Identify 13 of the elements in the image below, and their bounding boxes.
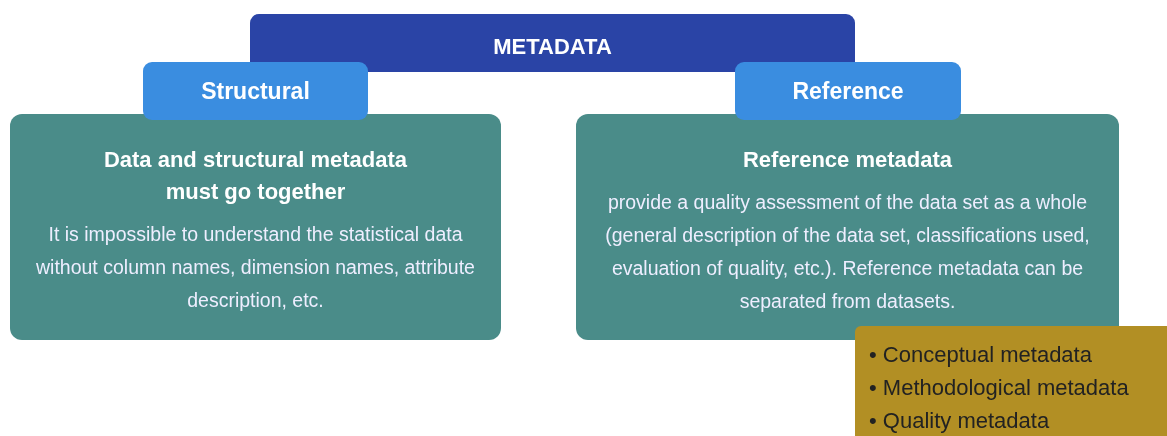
- title-banner: METADATA: [250, 14, 855, 72]
- list-box: [855, 326, 1167, 436]
- category-tab: Structural: [143, 62, 368, 120]
- panel-heading: Data and structural metadata must go together: [102, 146, 409, 206]
- panel-heading: Reference metadata: [741, 146, 954, 174]
- info-panel: [10, 114, 501, 340]
- panel-text: provide a quality assessment of the data set as a whole (general description of the data set, classifications used, evaluation of quality, etc.). Reference metadata can be separated from datasets.: [604, 190, 1091, 314]
- bullet-item: • Methodological metadata: [869, 374, 1130, 402]
- bullet-item: • Quality metadata: [869, 407, 1051, 435]
- info-panel: [576, 114, 1119, 340]
- bullet-item: • Conceptual metadata: [869, 341, 1093, 369]
- panel-text: It is impossible to understand the statistical data without column names, dimension names, attribute description, etc.: [35, 222, 476, 313]
- category-tab: Reference: [735, 62, 961, 120]
